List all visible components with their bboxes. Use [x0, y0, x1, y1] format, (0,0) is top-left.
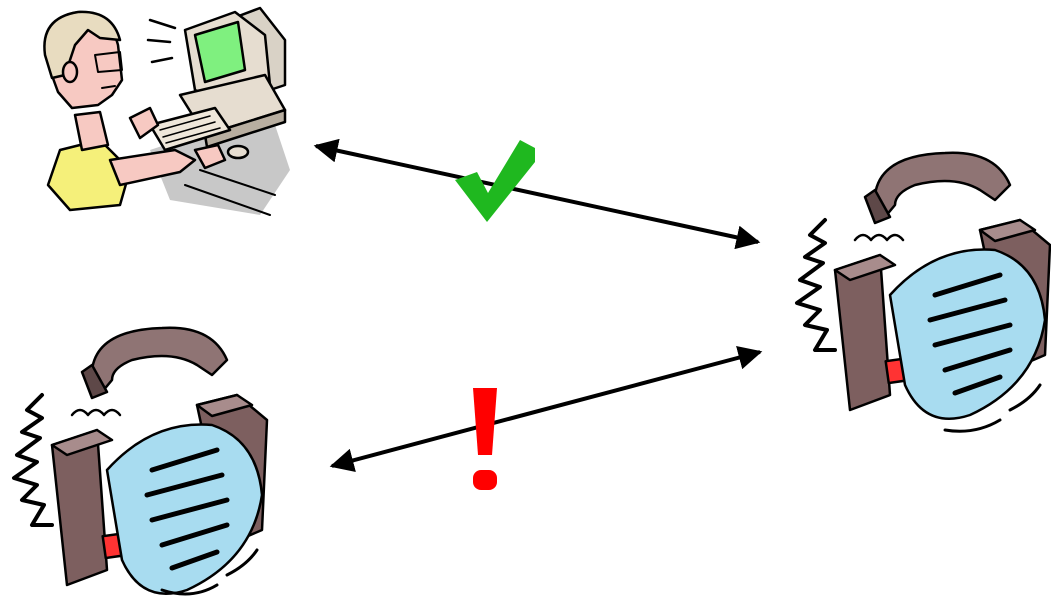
fax-machine-left-icon — [12, 326, 269, 596]
arrow-user-to-fax-right — [313, 138, 761, 250]
fax-machine-right-icon — [795, 151, 1051, 433]
computer-user-icon — [43, 6, 290, 216]
arrow-fax-left-to-fax-right — [329, 345, 763, 473]
exclamation-mark-icon — [473, 388, 497, 490]
check-mark-icon — [455, 140, 535, 222]
